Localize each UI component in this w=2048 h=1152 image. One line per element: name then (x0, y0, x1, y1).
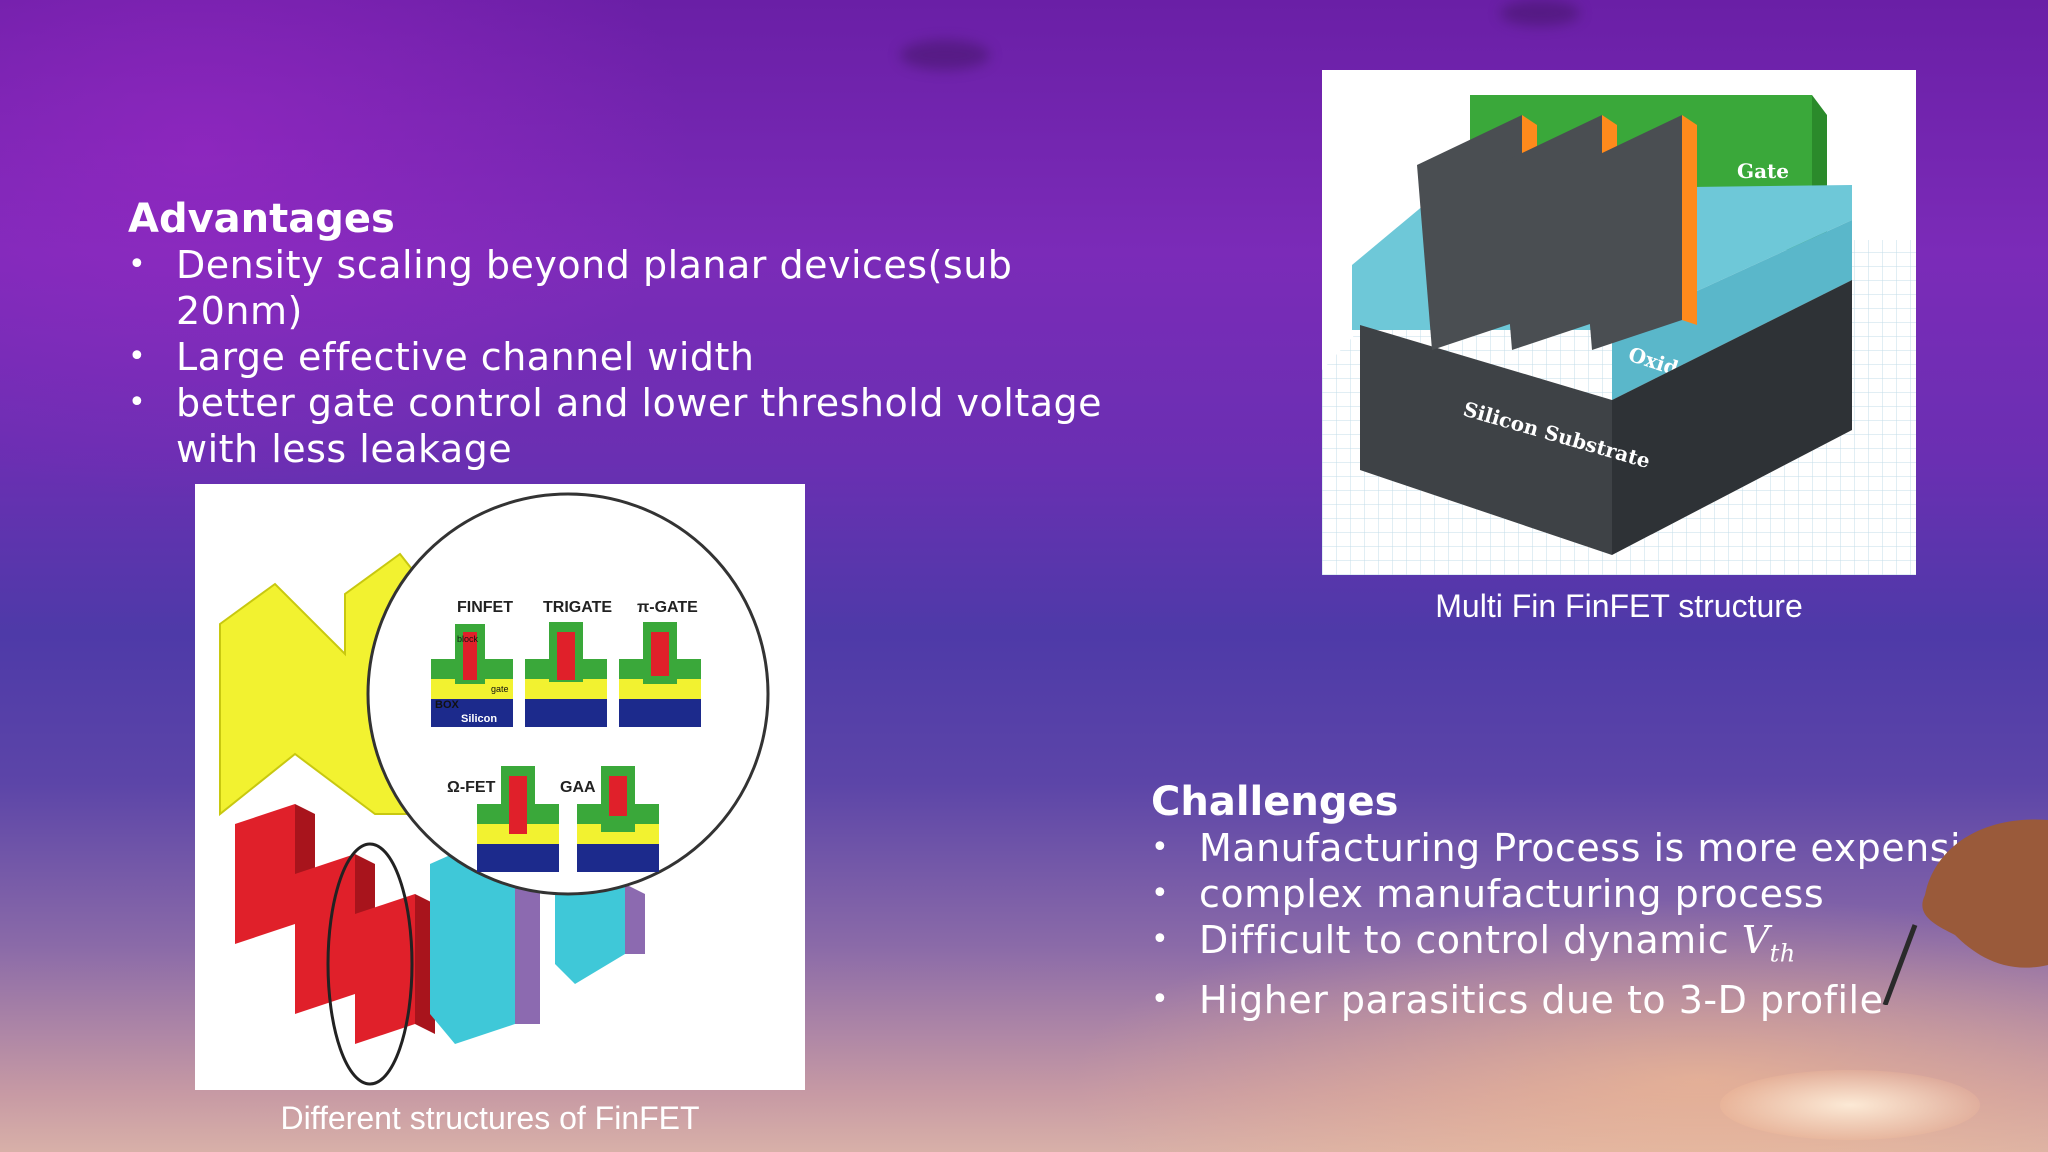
list-item: Difficult to control dynamic Vth (1151, 917, 2031, 977)
gate-small-label: gate (491, 684, 509, 694)
omegafet-label: Ω-FET (447, 779, 496, 796)
background-smudge (1500, 0, 1580, 26)
advantages-section: Advantages Density scaling beyond planar… (128, 196, 1118, 472)
list-item: Manufacturing Process is more expensive (1151, 825, 2031, 871)
gaa-device (577, 766, 659, 872)
finfet-label: FINFET (457, 599, 513, 616)
list-item: Density scaling beyond planar devices(su… (128, 242, 1118, 334)
dish-decoration (1720, 1070, 1980, 1140)
challenges-heading: Challenges (1151, 779, 1399, 825)
vth-symbol: Vth (1741, 918, 1796, 968)
multi-fin-finfet-image: Gate Oxide Silicon Substrate (1322, 70, 1916, 575)
box-label: BOX (435, 699, 460, 711)
trigate-device (525, 622, 607, 727)
pigate-device (619, 622, 701, 727)
finfet-structures-image: FINFET TRIGATE π-GATE Ω-FET GAA BOX Sili… (195, 484, 805, 1090)
list-item-text: Difficult to control dynamic (1199, 918, 1742, 962)
challenges-section: Challenges Manufacturing Process is more… (1151, 779, 2031, 1023)
gaa-label: GAA (560, 779, 596, 796)
list-item: Higher parasitics due to 3-D profile (1151, 977, 2031, 1023)
list-item: complex manufacturing process (1151, 871, 2031, 917)
advantages-heading: Advantages (128, 196, 395, 242)
silicon-label: Silicon (461, 713, 497, 725)
hand-decoration (1855, 805, 2048, 1006)
list-item: better gate control and lower threshold … (128, 380, 1118, 472)
pigate-label: π-GATE (637, 599, 698, 616)
omegafet-device (477, 766, 559, 872)
finfet-structures-diagram: FINFET TRIGATE π-GATE Ω-FET GAA BOX Sili… (195, 484, 805, 1090)
advantages-list: Density scaling beyond planar devices(su… (128, 242, 1118, 472)
fins (1417, 115, 1697, 350)
multi-fin-caption: Multi Fin FinFET structure (1435, 588, 1803, 624)
block-label: block (457, 634, 479, 644)
background-smudge (900, 40, 990, 70)
list-item: Large effective channel width (128, 334, 1118, 380)
multi-fin-finfet-diagram: Gate Oxide Silicon Substrate (1322, 70, 1916, 575)
challenges-list: Manufacturing Process is more expensive … (1151, 825, 2031, 1023)
trigate-label: TRIGATE (543, 599, 612, 616)
finfet-device: BOX Silicon block gate (431, 624, 513, 727)
gate-label: Gate (1737, 159, 1789, 183)
structures-caption: Different structures of FinFET (280, 1100, 700, 1136)
